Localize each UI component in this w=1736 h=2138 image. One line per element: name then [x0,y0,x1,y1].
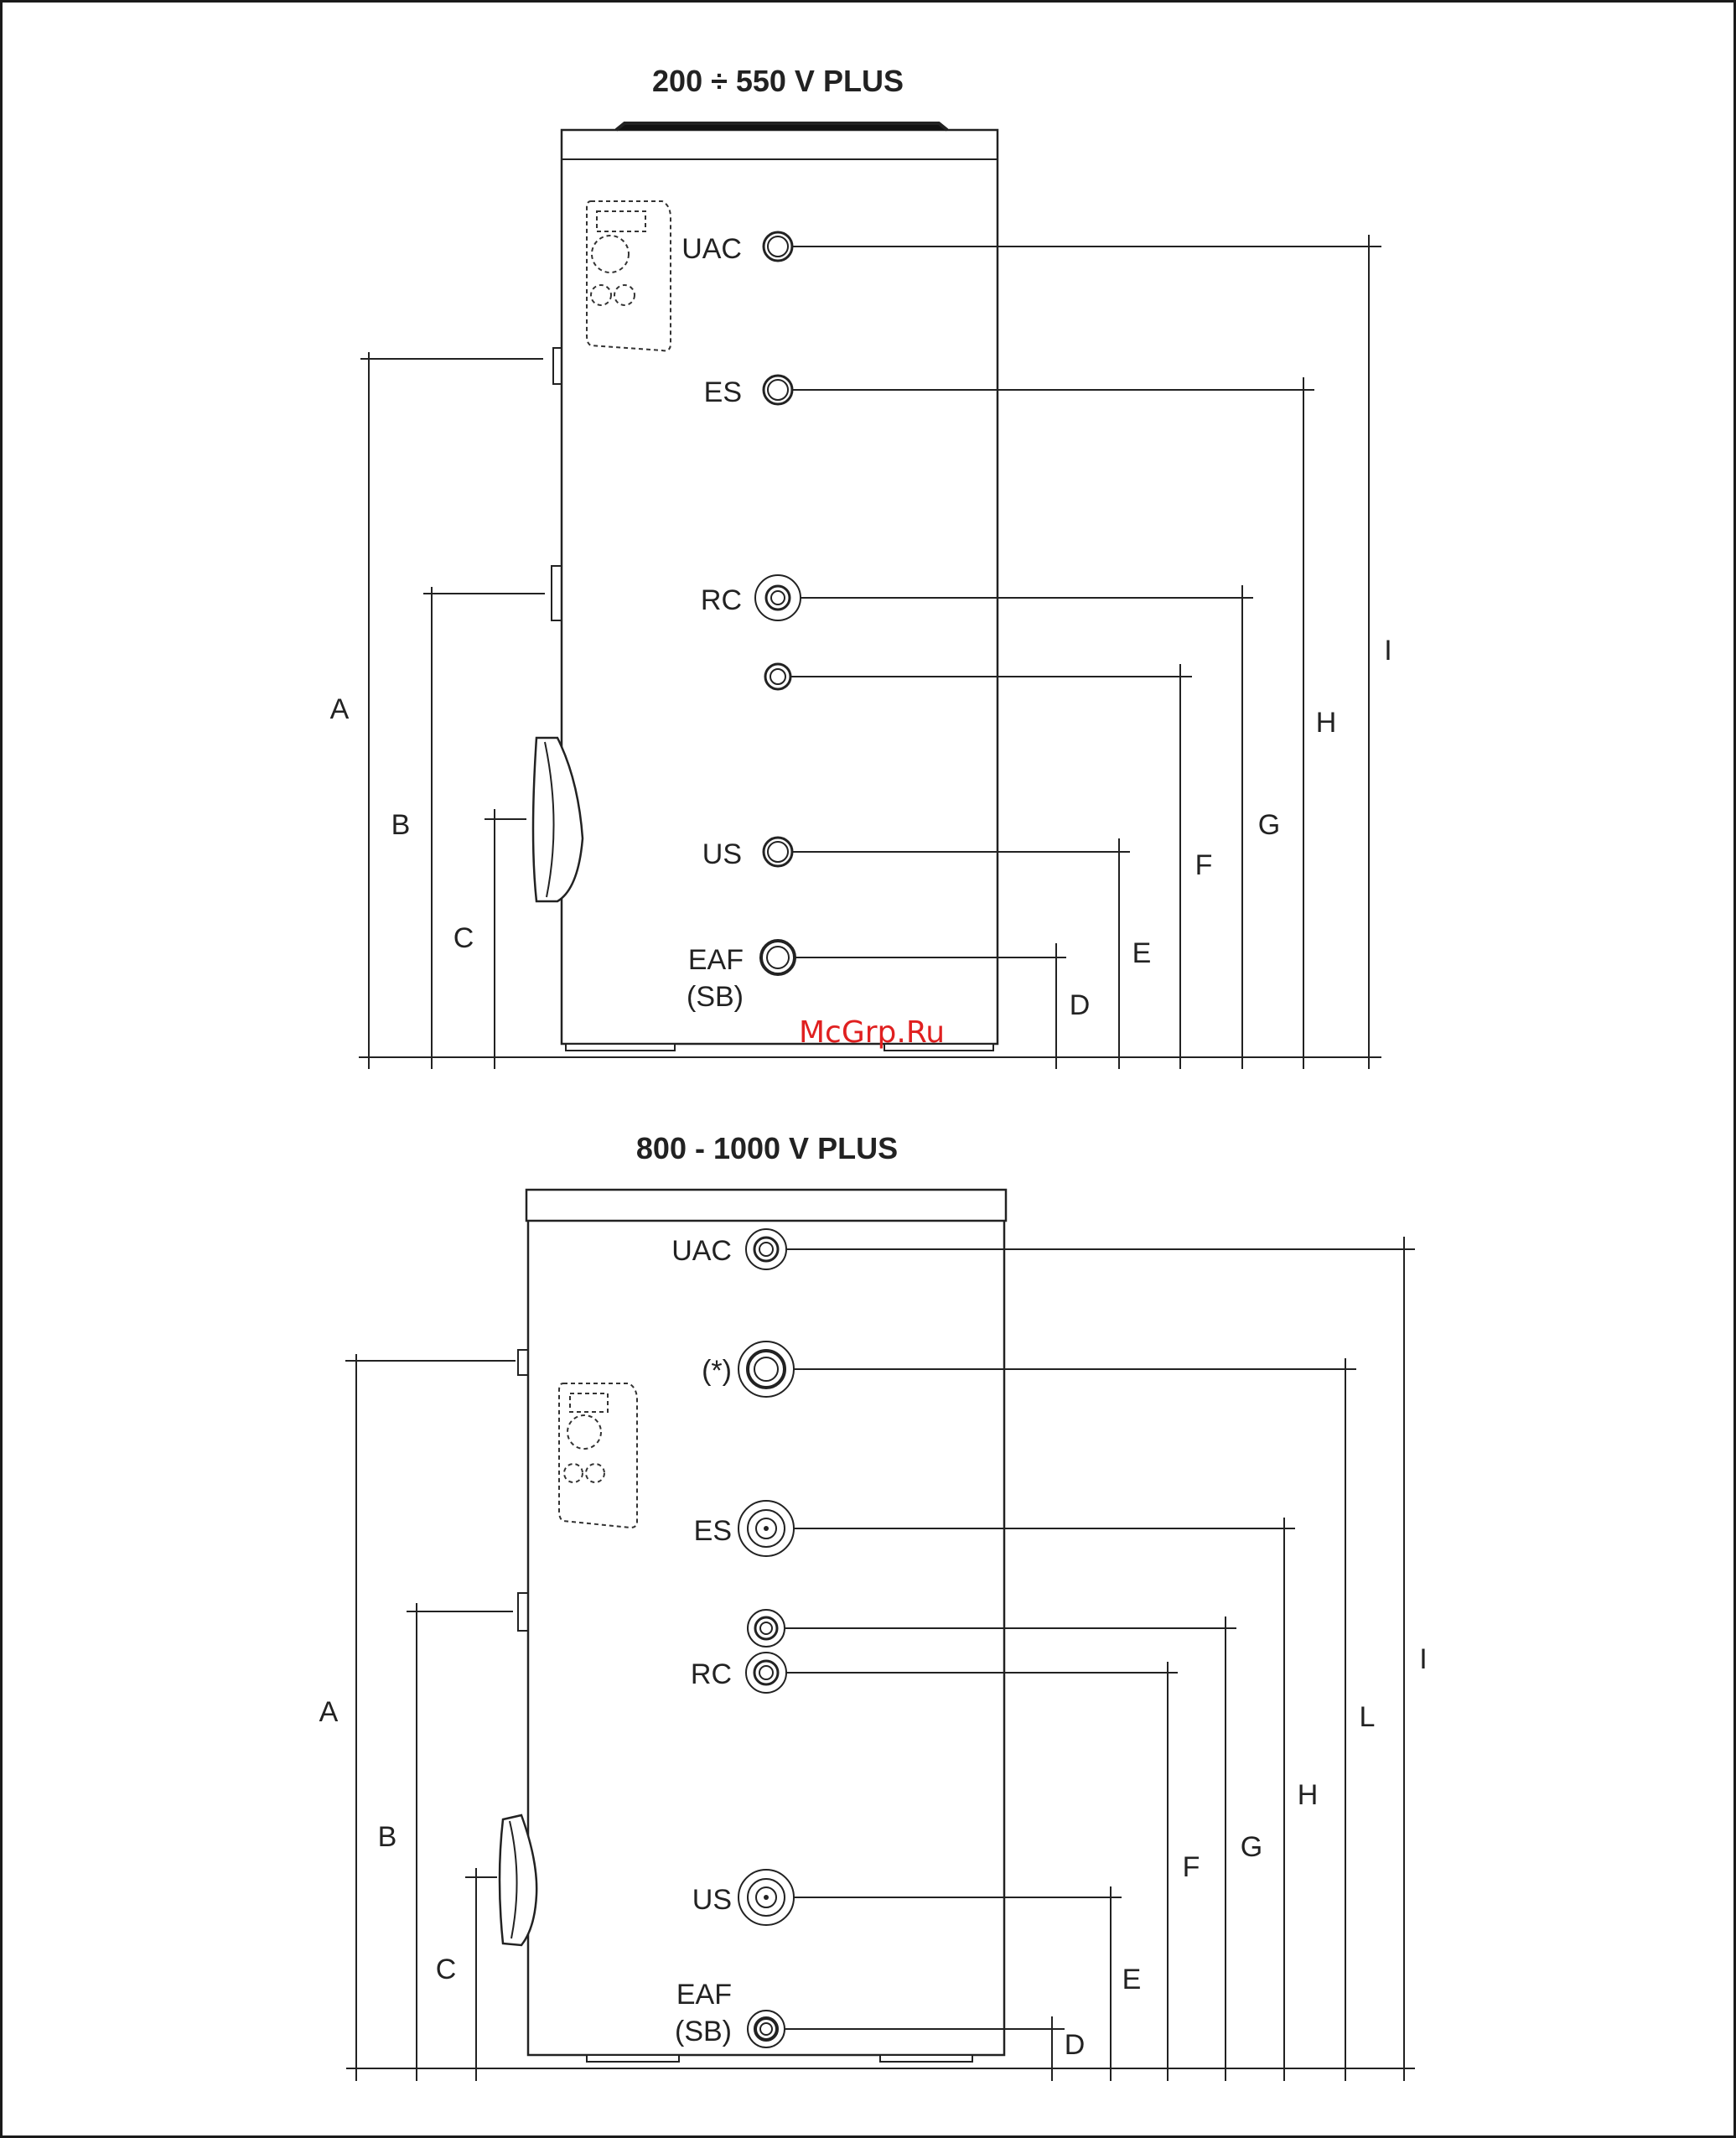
label-es: ES [694,1515,732,1547]
svg-text:A: A [319,1696,339,1728]
svg-text:A: A [330,693,350,725]
label-rc: RC [691,1658,732,1690]
label-uac: UAC [671,1235,732,1267]
diagram-title: 200 ÷ 550 V PLUS [652,64,904,98]
side-stub-upper [553,348,562,384]
label-sb: (SB) [687,981,744,1013]
side-stub-middle [518,1593,528,1631]
svg-text:H: H [1316,707,1337,739]
tank-foot-left [566,1044,675,1051]
connection-uac: UAC [681,232,792,265]
connection-unlabeled [748,1610,785,1647]
label-uac: UAC [681,233,742,265]
label-us: US [692,1884,732,1916]
dim-b: B [391,587,545,1069]
diagram-title: 800 - 1000 V PLUS [636,1131,898,1165]
label-es: ES [704,376,742,408]
svg-text:G: G [1241,1831,1262,1863]
tank-foot-left [587,2055,679,2062]
tank-top-cap [616,123,947,130]
dim-a: A [330,352,543,1069]
svg-text:G: G [1258,809,1280,841]
tank-top-cap [526,1190,1006,1221]
label-star: (*) [702,1355,732,1387]
svg-text:C: C [453,922,474,954]
label-rc: RC [701,584,742,616]
dim-b: B [378,1603,513,2081]
watermark: McGrp.Ru [799,1015,945,1050]
dim-c: C [436,1868,497,2081]
label-us: US [702,838,742,870]
label-sb: (SB) [675,2016,732,2047]
svg-text:B: B [391,809,411,841]
dim-c: C [453,809,526,1069]
side-stub-upper [518,1350,528,1375]
svg-text:F: F [1195,849,1213,881]
svg-text:D: D [1070,989,1091,1021]
connection-uac: UAC [671,1229,786,1269]
svg-text:H: H [1298,1779,1319,1811]
label-eaf: EAF [676,1979,732,2011]
svg-text:E: E [1132,937,1152,969]
svg-text:F: F [1183,1851,1200,1883]
side-stub-middle [552,566,562,620]
svg-text:I: I [1419,1643,1427,1675]
label-eaf: EAF [688,944,744,976]
connection-unlabeled [765,664,790,689]
tank-foot-right [880,2055,972,2062]
svg-text:D: D [1065,2029,1086,2061]
diagram-800-1000: 800 - 1000 V PLUS UAC [319,1131,1428,2081]
svg-text:I: I [1384,635,1391,667]
svg-text:C: C [436,1954,457,1985]
svg-text:B: B [378,1821,397,1853]
svg-text:L: L [1360,1701,1376,1733]
svg-text:E: E [1122,1964,1142,1995]
diagram-200-550: 200 ÷ 550 V PLUS UAC [330,64,1392,1069]
